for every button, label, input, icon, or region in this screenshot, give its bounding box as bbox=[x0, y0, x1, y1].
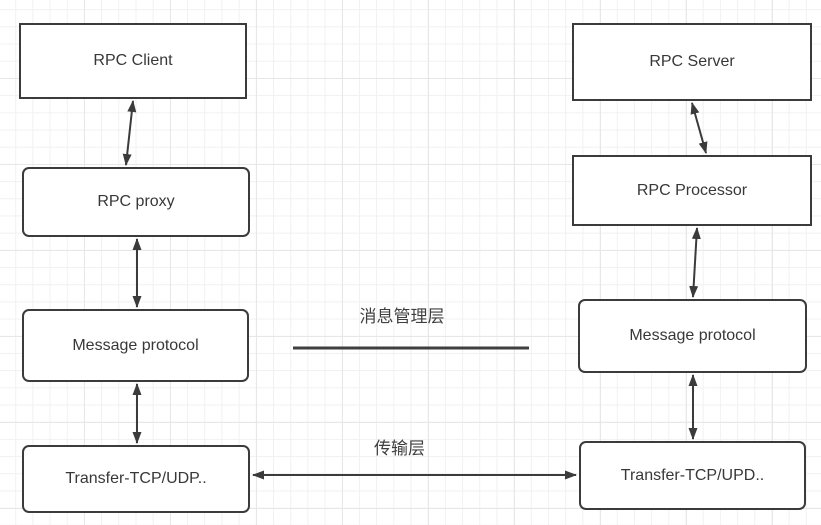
connector-processor-message-right[interactable] bbox=[689, 227, 701, 298]
node-message-protocol-left[interactable]: Message protocol bbox=[22, 309, 249, 382]
node-label: RPC proxy bbox=[97, 193, 175, 211]
connector-client-proxy[interactable] bbox=[122, 100, 137, 166]
node-message-protocol-right[interactable]: Message protocol bbox=[578, 299, 807, 373]
node-label: RPC Server bbox=[649, 53, 735, 71]
node-label: RPC Processor bbox=[636, 181, 748, 199]
node-label: Message protocol bbox=[72, 336, 199, 354]
node-label: Transfer-TCP/UDP.. bbox=[65, 470, 207, 488]
node-label: Transfer-TCP/UPD.. bbox=[620, 466, 765, 484]
node-rpc-server[interactable]: RPC Server bbox=[572, 23, 812, 101]
node-transfer-left[interactable]: Transfer-TCP/UDP.. bbox=[22, 445, 250, 513]
node-label: RPC Client bbox=[93, 52, 173, 70]
connector-server-processor[interactable] bbox=[690, 102, 708, 154]
node-rpc-proxy[interactable]: RPC proxy bbox=[22, 167, 250, 237]
node-rpc-processor[interactable]: RPC Processor bbox=[572, 155, 812, 226]
transport-layer-label: 传输层 bbox=[374, 439, 425, 458]
message-layer-label: 消息管理层 bbox=[359, 307, 445, 326]
node-transfer-right[interactable]: Transfer-TCP/UPD.. bbox=[579, 441, 806, 510]
node-rpc-client[interactable]: RPC Client bbox=[19, 23, 247, 99]
node-label: Message protocol bbox=[629, 327, 756, 345]
